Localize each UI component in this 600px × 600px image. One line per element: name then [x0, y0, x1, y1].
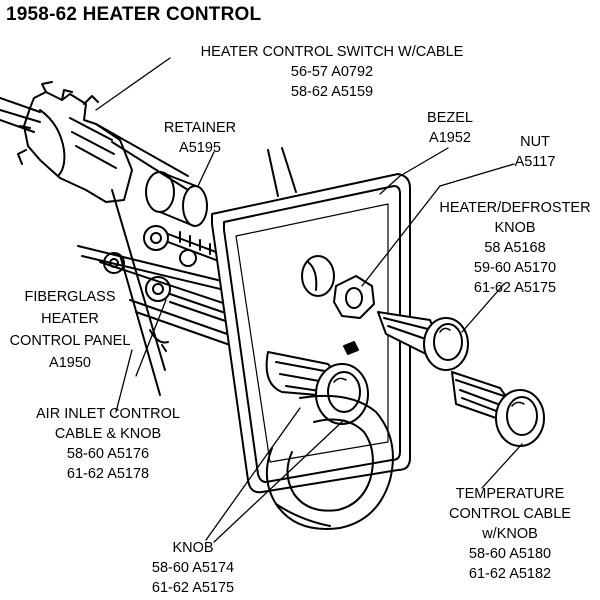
heater-knob-part-2: 59-60 A5170	[473, 260, 557, 276]
temp-part-2: 61-62 A5182	[468, 566, 552, 582]
nut-part	[333, 275, 375, 319]
nut-name: NUT	[520, 134, 550, 150]
heater-knob-part-3: 61-62 A5175	[473, 280, 557, 296]
leader-lines	[95, 57, 523, 543]
bezel-part: A1952	[429, 130, 471, 146]
label-air-inlet-cable: AIR INLET CONTROL CABLE & KNOB 58-60 A51…	[18, 404, 198, 484]
set-screw	[343, 341, 359, 355]
heater-knob-part-1: 58 A5168	[484, 240, 546, 256]
heater-knob-name-2: KNOB	[494, 220, 536, 236]
label-retainer: RETAINER A5195	[150, 118, 250, 158]
retainer-part: A5195	[179, 140, 221, 156]
air-duct-loop	[265, 394, 394, 530]
retainer-name: RETAINER	[163, 120, 237, 136]
retainer-sleeve	[145, 171, 208, 227]
label-knob: KNOB 58-60 A5174 61-62 A5175	[128, 538, 258, 598]
temp-name-1: TEMPERATURE	[455, 486, 565, 502]
air-inlet-part-1: 58-60 A5176	[66, 446, 150, 462]
panel-name-2: HEATER	[41, 311, 99, 327]
panel-part: A1950	[49, 355, 91, 371]
temp-name-3: w/KNOB	[482, 526, 538, 542]
diagram-title: 1958-62 HEATER CONTROL	[6, 4, 262, 25]
switch-part-2: 58-62 A5159	[290, 84, 374, 100]
temperature-knob	[451, 371, 545, 447]
air-inlet-name-1: AIR INLET CONTROL	[36, 406, 180, 422]
label-fiberglass-panel: FIBERGLASS HEATER CONTROL PANEL A1950	[0, 286, 140, 374]
panel-name-3: CONTROL PANEL	[9, 333, 131, 349]
temp-part-1: 58-60 A5180	[468, 546, 552, 562]
knob-part-1: 58-60 A5174	[151, 560, 235, 576]
air-inlet-name-2: CABLE & KNOB	[54, 426, 162, 442]
panel-name-1: FIBERGLASS	[24, 289, 116, 305]
heater-defroster-knob	[377, 311, 469, 371]
label-temperature-cable: TEMPERATURE CONTROL CABLE w/KNOB 58-60 A…	[430, 484, 590, 584]
heater-knob-name-1: HEATER/DEFROSTER	[439, 200, 591, 216]
switch-shaft	[301, 255, 335, 297]
lower-left-knob	[265, 351, 369, 425]
bezel-name: BEZEL	[427, 110, 473, 126]
knob-name: KNOB	[172, 540, 214, 556]
switch-name: HEATER CONTROL SWITCH W/CABLE	[200, 44, 464, 60]
switch-part-1: 56-57 A0792	[290, 64, 374, 80]
bezel-plate	[211, 173, 411, 494]
nut-part: A5117	[514, 154, 556, 170]
label-nut: NUT A5117	[500, 132, 570, 172]
temp-name-2: CONTROL CABLE	[449, 506, 571, 522]
air-inlet-part-2: 61-62 A5178	[66, 466, 150, 482]
heater-control-switch	[0, 81, 189, 203]
knob-part-2: 61-62 A5175	[151, 580, 235, 596]
label-bezel: BEZEL A1952	[410, 108, 490, 148]
label-heater-control-switch: HEATER CONTROL SWITCH W/CABLE 56-57 A079…	[172, 42, 492, 102]
fiberglass-panel	[111, 147, 297, 396]
label-heater-defroster-knob: HEATER/DEFROSTER KNOB 58 A5168 59-60 A51…	[430, 198, 600, 298]
